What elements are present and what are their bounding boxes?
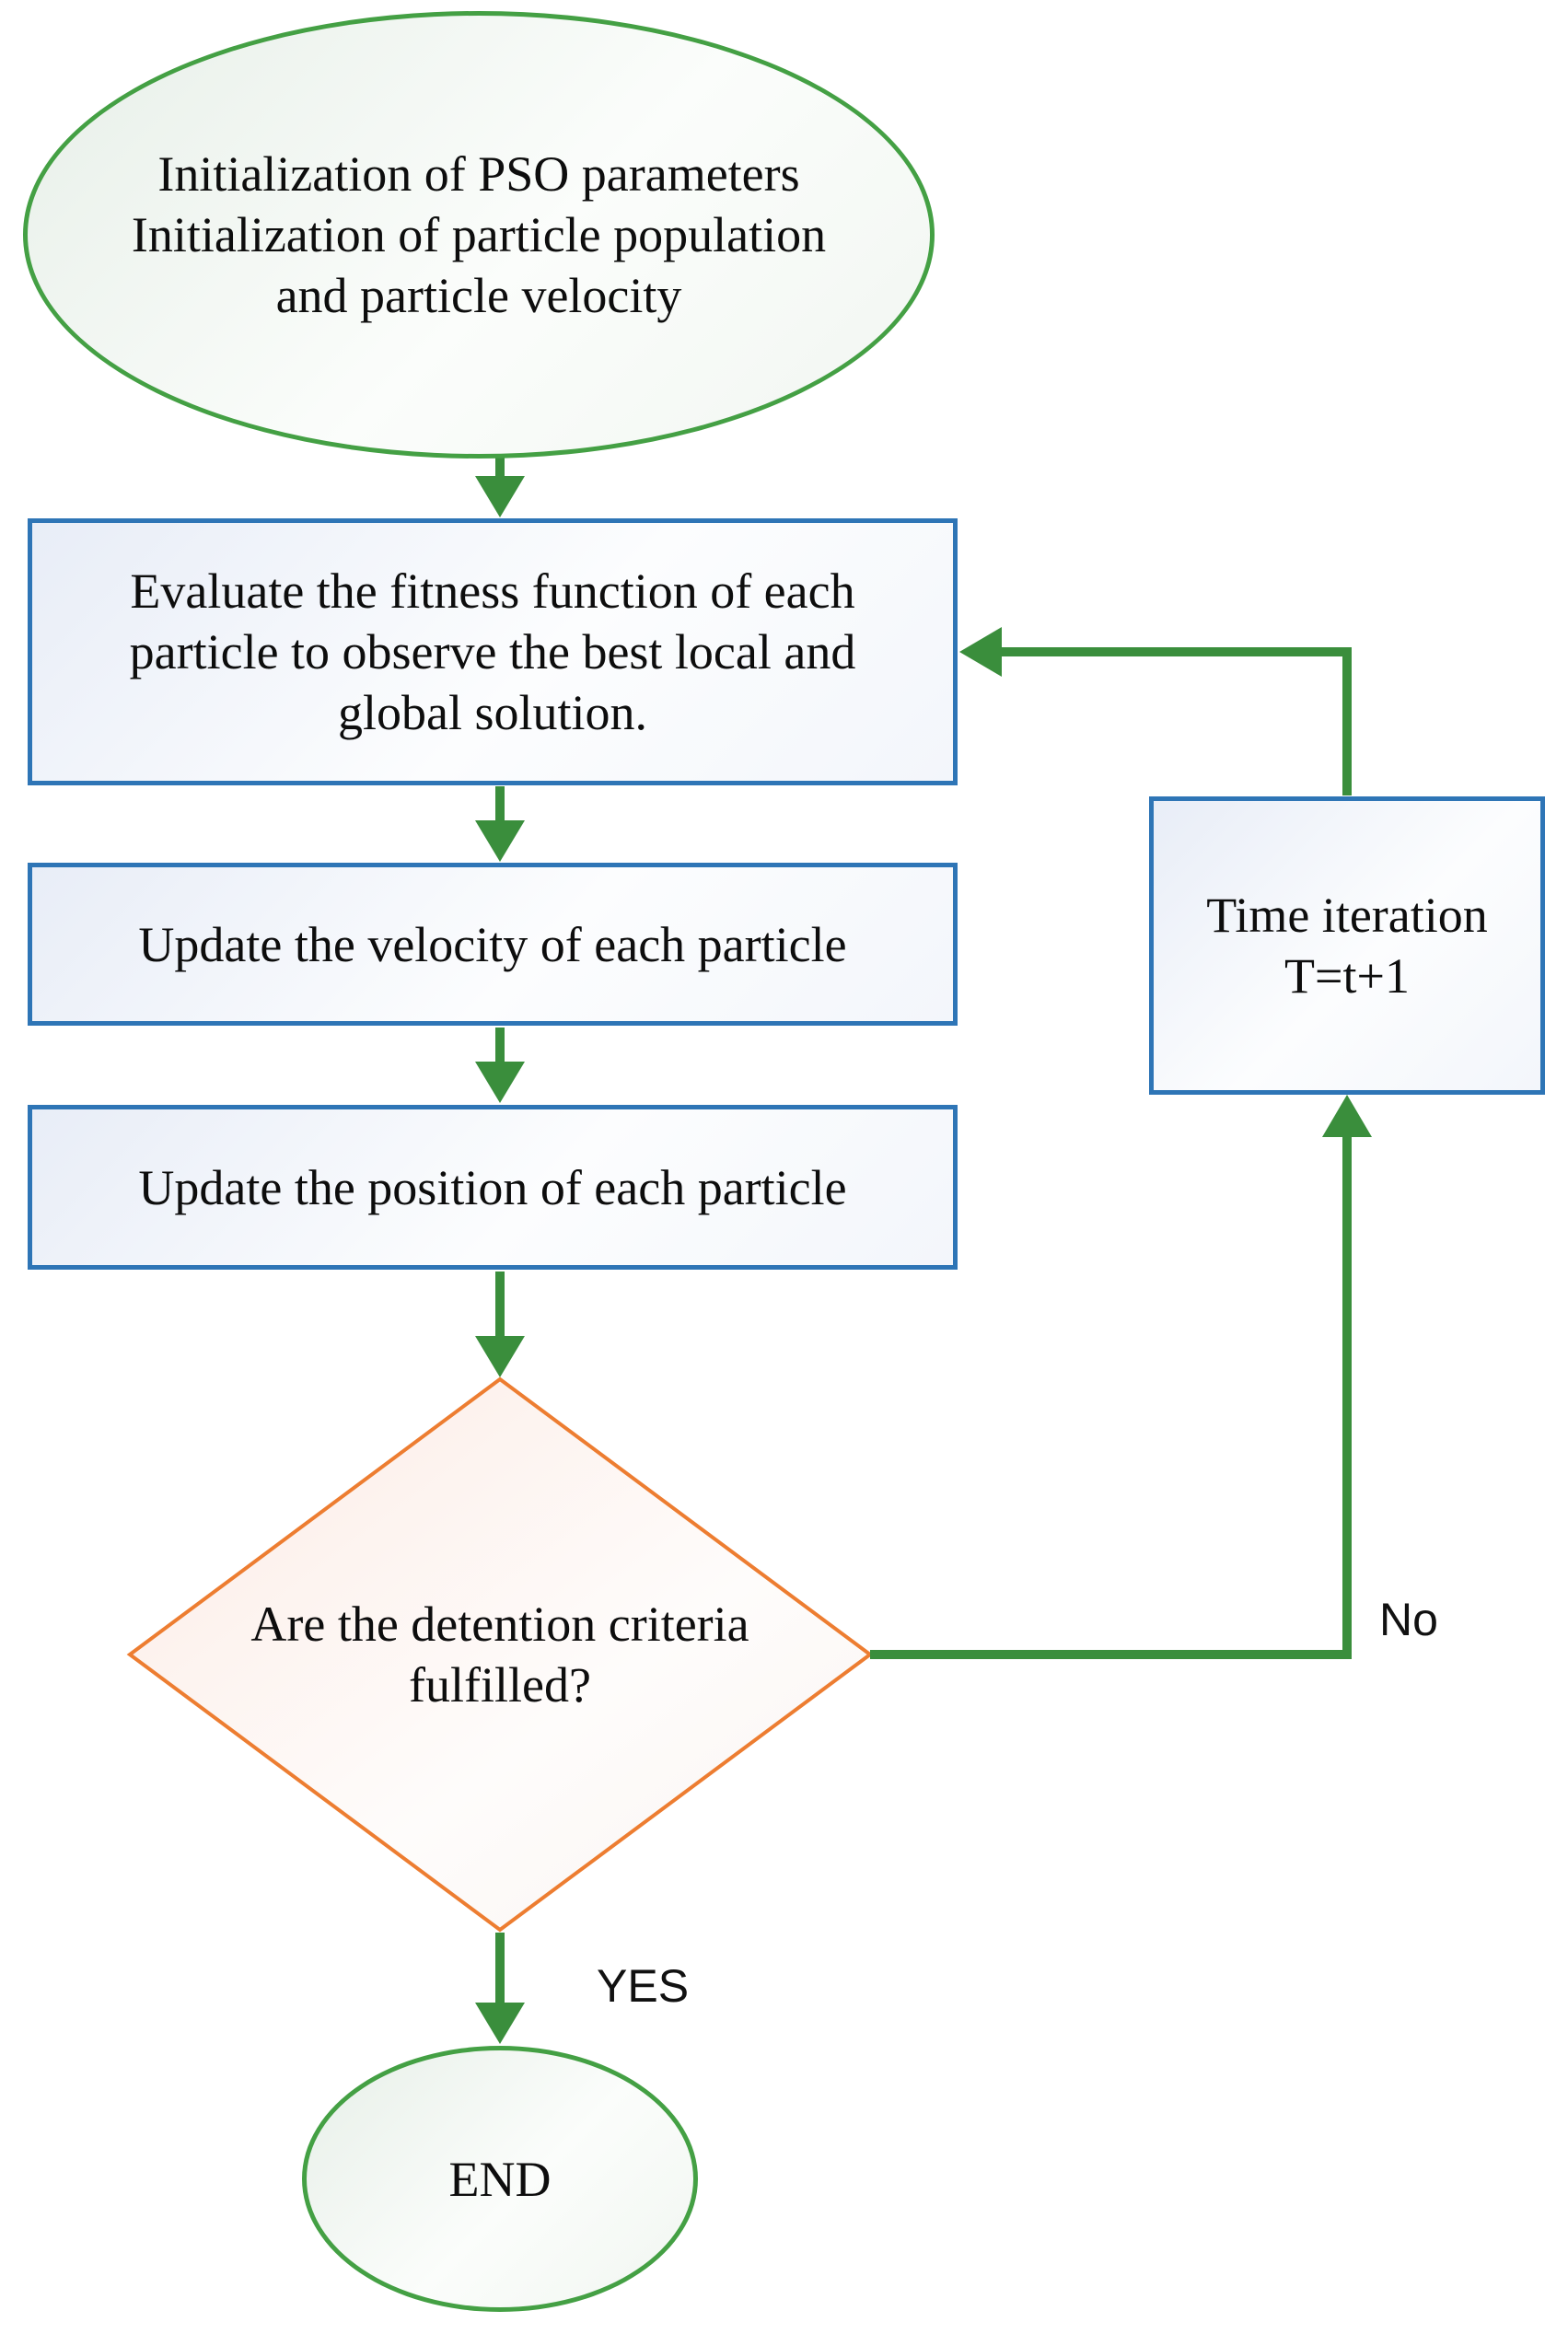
node-evaluate-line3: global solution. bbox=[338, 685, 647, 740]
arrowhead-velocity-to-position bbox=[475, 1062, 525, 1103]
node-update-position-line1: Update the position of each particle bbox=[138, 1159, 847, 1215]
node-time-iteration-line2: T=t+1 bbox=[1284, 948, 1410, 1004]
arrowhead-decision-to-end bbox=[475, 2003, 525, 2044]
node-update-velocity-line1: Update the velocity of each particle bbox=[138, 916, 847, 972]
node-evaluate-line2: particle to observe the best local and bbox=[129, 624, 856, 679]
edge-label-yes: YES bbox=[597, 1960, 690, 2012]
node-evaluate-fitness: Evaluate the fitness function of each pa… bbox=[28, 518, 958, 785]
node-initialization-line3: and particle velocity bbox=[275, 268, 682, 323]
connector-loop-back bbox=[1001, 647, 1352, 795]
arrowhead-start-to-evaluate bbox=[475, 476, 525, 517]
node-update-velocity: Update the velocity of each particle bbox=[28, 863, 958, 1026]
node-initialization: Initialization of PSO parameters Initial… bbox=[23, 11, 935, 459]
arrowhead-loop-into-evaluate bbox=[959, 627, 1002, 677]
decision-line2: fulfilled? bbox=[409, 1657, 591, 1713]
arrowhead-evaluate-to-velocity bbox=[475, 820, 525, 862]
decision-line1: Are the detention criteria bbox=[250, 1597, 749, 1652]
node-end-label: END bbox=[448, 2151, 552, 2207]
decision-diamond-label: Are the detention criteria fulfilled? bbox=[130, 1379, 870, 1930]
arrowhead-position-to-decision bbox=[475, 1336, 525, 1377]
node-time-iteration-line1: Time iteration bbox=[1206, 888, 1488, 943]
connector-no-branch bbox=[870, 1136, 1352, 1659]
arrowhead-no-branch-up bbox=[1322, 1095, 1372, 1137]
decision-diamond-shape bbox=[126, 1376, 874, 1933]
node-evaluate-line1: Evaluate the fitness function of each bbox=[130, 563, 855, 619]
node-initialization-line2: Initialization of particle population bbox=[131, 207, 827, 262]
node-update-position: Update the position of each particle bbox=[28, 1105, 958, 1270]
node-time-iteration: Time iteration T=t+1 bbox=[1149, 796, 1545, 1095]
node-initialization-line1: Initialization of PSO parameters bbox=[157, 146, 800, 202]
node-end: END bbox=[302, 2046, 698, 2312]
edge-label-no: No bbox=[1379, 1594, 1438, 1645]
